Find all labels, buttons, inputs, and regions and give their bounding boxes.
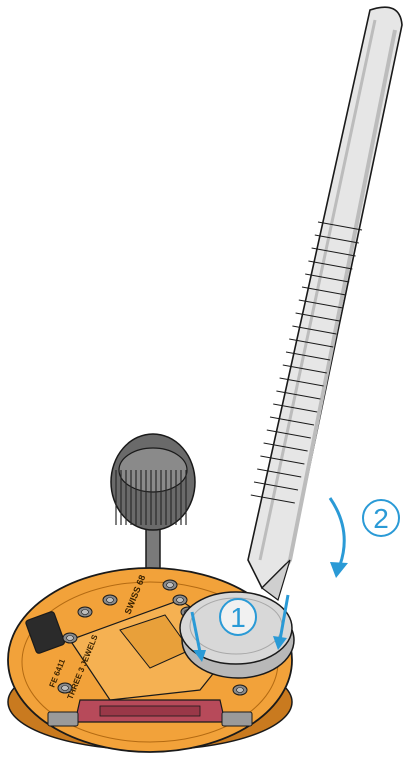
tweezers-grip-line [257,468,302,478]
step-1-label: 1 [230,602,246,633]
tweezers-grip-line [295,312,340,322]
curved-arrowhead-icon [330,562,348,578]
tweezers-grip-line [289,338,334,348]
tweezers-grip-line [282,364,327,374]
step-2-badge [362,499,400,537]
arrowhead-right-icon [273,636,287,650]
tweezers-grip-line [285,351,331,361]
arrowhead-left-icon [193,650,206,662]
watch-movement: SWISS 68 FE 6411 THREE 3 JEWELS [7,567,293,753]
tweezers-grip-line [314,234,359,244]
step-2-indicator: 2 [328,497,400,578]
tweezers-grip-line [292,325,337,335]
tweezers-grip-line [269,416,315,426]
movement-screw [102,594,118,606]
arrow-right-icon [278,594,290,641]
tweezers-grip-line [301,286,347,296]
movement-screw [232,684,248,696]
movement-screw [162,579,178,591]
tweezers-grip-line [273,403,318,413]
tweezers-grip-line [308,260,353,270]
tweezers-grip-line [311,247,356,257]
tweezers-grip-line [266,429,311,439]
step-1-indicator: 1 [190,594,290,662]
curved-arrow-icon [328,497,346,566]
tweezers-grip-line [276,390,321,400]
tweezers-grip-line [260,455,305,465]
tweezers-grip-line [250,494,295,504]
winding-crown [110,433,196,596]
movement-screw [57,682,73,694]
movement-screw [172,594,188,606]
tweezers-grip-line [298,299,343,309]
tweezers-grip-line [263,442,308,452]
step-2-label: 2 [373,503,389,534]
movement-screw [62,632,78,644]
tweezers [247,6,403,601]
tweezers-grip-line [317,221,363,231]
movement-window [25,611,66,654]
tweezers-grip-line [253,481,299,491]
tweezers-grip-line [305,273,350,283]
arrow-left-icon [190,611,202,653]
tweezers-grip-line [279,377,324,387]
movement-screw [77,606,93,618]
step-1-badge [219,598,257,636]
